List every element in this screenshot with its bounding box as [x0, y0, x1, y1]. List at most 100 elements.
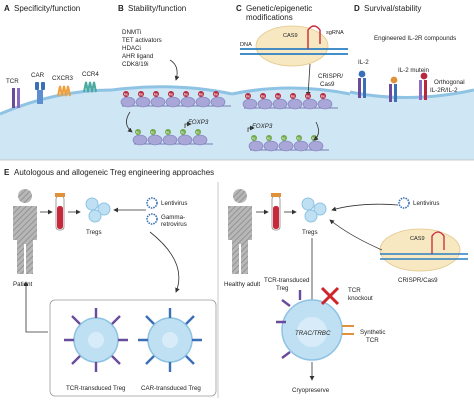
blood-tube-icon	[55, 193, 65, 231]
healthy-adult-icon	[228, 189, 252, 274]
drug-arrow	[169, 59, 180, 81]
nucleosome-icon	[263, 140, 279, 152]
tregs-label: Tregs	[302, 229, 318, 236]
trac-trbc-label: TRAC/TRBC	[295, 330, 331, 337]
nucleosome-icon	[162, 134, 178, 146]
tcr-receptor-icon	[12, 88, 20, 108]
panel-b-letter: B	[118, 4, 124, 13]
foxp3-gene-label: FOXP3	[188, 119, 209, 126]
mark-label: Me	[276, 94, 281, 98]
cell-membrane	[0, 90, 112, 160]
methyl-mark-icon	[320, 93, 326, 99]
dna-label: DNA	[240, 42, 252, 48]
tregs-label: Tregs	[86, 229, 102, 236]
nucleosome-icon	[165, 96, 181, 108]
tcr-label: TCR	[6, 78, 19, 85]
mark-label: Ac	[166, 130, 170, 134]
il2-mutein-label: IL-2 mutein	[398, 67, 430, 74]
orthogonal-label-line2: IL-2R/IL-2	[430, 87, 458, 94]
acetyl-mark-icon	[251, 135, 257, 141]
sgrna-label: sgRNA	[326, 30, 344, 36]
nucleosome-icon	[287, 98, 303, 110]
panel-c-letter: C	[236, 4, 242, 13]
nucleosome-icon	[242, 98, 258, 110]
nucleosome-icon	[195, 96, 211, 108]
car-label: CAR	[31, 72, 45, 79]
panel-a-title: Specificity/function	[14, 4, 80, 13]
lentivirus-icon	[146, 197, 158, 209]
acetyl-mark-icon	[135, 129, 141, 135]
panel-a-letter: A	[4, 4, 10, 13]
arrow-to-transduction	[149, 231, 180, 293]
cryopreserve-label: Cryopreserve	[292, 387, 330, 394]
lentivirus-label: Lentivirus	[413, 200, 439, 207]
mark-label: Ac	[181, 130, 185, 134]
orthogonal-il2r-icon	[419, 72, 428, 100]
membrane-edge	[111, 85, 233, 96]
crispr-arrow	[305, 63, 311, 97]
car-transduced-treg-label: CAR-transduced Treg	[141, 385, 201, 392]
methyl-mark-icon	[153, 91, 159, 97]
edited-treg-icon	[276, 290, 354, 361]
mark-label: Me	[246, 94, 251, 98]
ccr4-label: CCR4	[82, 71, 99, 78]
drug-item: HDACi	[122, 45, 141, 52]
nucleosome-icon	[317, 98, 333, 110]
nucleosome-icon	[293, 140, 309, 152]
panel-e-title: Autologous and allogeneic Treg engineeri…	[14, 168, 214, 177]
crispr-cas9-label: CRISPR/Cas9	[398, 277, 438, 284]
transition-arrow	[313, 121, 319, 141]
foxp3-gene-label: FOXP3	[252, 123, 273, 130]
methyl-mark-icon	[305, 93, 311, 99]
cxcr3-label: CXCR3	[52, 75, 74, 82]
arrow-crispr-to-tregs	[329, 219, 383, 251]
panel-e-letter: E	[4, 168, 10, 177]
panel-c-title-line2: modifications	[246, 13, 293, 22]
crispr-label-line1: CRISPR/	[318, 73, 343, 80]
cell-membrane	[350, 90, 474, 160]
acetyl-mark-icon	[266, 135, 272, 141]
nucleosome-icon	[120, 96, 136, 108]
sgrna-icon	[307, 25, 321, 49]
il2-mutein-icon	[389, 76, 398, 102]
mark-label: Me	[321, 94, 326, 98]
gammaretrovirus-icon	[146, 213, 158, 225]
mark-label: Ac	[151, 130, 155, 134]
mark-label: Me	[169, 92, 174, 96]
autologous-workflow: Patient Tregs Lentivirus Gamma- re	[13, 189, 217, 397]
arrow-virus-to-tregs	[331, 203, 399, 212]
methyl-mark-icon	[138, 91, 144, 97]
orthogonal-label-line1: Orthogonal	[434, 79, 465, 86]
methyl-mark-icon	[123, 91, 129, 97]
nucleosome-icon	[150, 96, 166, 108]
car-receptor-icon	[35, 82, 45, 104]
mark-label: Me	[199, 92, 204, 96]
mark-label: Me	[154, 92, 159, 96]
mark-label: Ac	[297, 136, 301, 140]
allogeneic-workflow: Healthy adult Tregs Lentivirus	[224, 189, 468, 394]
nucleosome-icon	[272, 98, 288, 110]
acetyl-mark-icon	[165, 129, 171, 135]
knockout-x-icon	[320, 286, 340, 306]
acetyl-mark-icon	[195, 129, 201, 135]
nucleosome-icon	[210, 96, 226, 108]
cxcr3-receptor-icon	[57, 85, 71, 97]
panel-d-letter: D	[354, 4, 360, 13]
tss-arrow	[184, 121, 192, 128]
acetyl-mark-icon	[296, 135, 302, 141]
mark-label: Ac	[282, 136, 286, 140]
methyl-mark-icon	[245, 93, 251, 99]
ccr4-receptor-icon	[83, 81, 97, 93]
healthy-adult-label: Healthy adult	[224, 281, 260, 288]
tss-arrow	[247, 125, 255, 132]
il2-label: IL-2	[358, 59, 369, 66]
panel-a: A Specificity/function TCR CAR CXCR3 CCR…	[0, 4, 113, 160]
drug-item: CDK8/19i	[122, 61, 148, 68]
synthetic-tcr-label-line1: Synthetic	[360, 329, 385, 336]
membrane-edge	[0, 88, 113, 116]
mark-label: Me	[261, 94, 266, 98]
methyl-mark-icon	[275, 93, 281, 99]
